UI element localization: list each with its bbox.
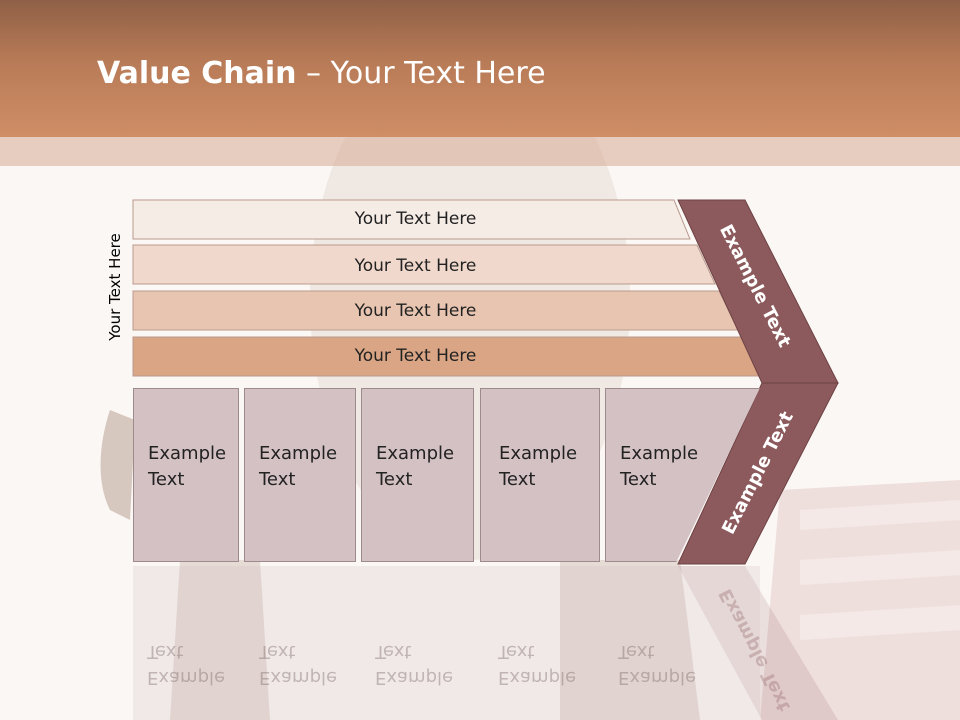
column-1-reflection-line2: Text — [147, 641, 184, 662]
header-strip — [0, 137, 960, 166]
column-2-reflection: Example Text — [259, 600, 359, 690]
bar-2 — [132, 244, 716, 285]
column-5-reflection: Example Text — [618, 600, 718, 690]
column-3-reflection-line2: Text — [375, 641, 412, 662]
column-5-reflection-line1: Example — [618, 667, 697, 688]
bar-3-label: Your Text Here — [354, 301, 477, 321]
column-3-reflection-text: Example Text — [375, 638, 465, 690]
bar-4-label: Your Text Here — [354, 346, 477, 366]
column-3-line1: Example — [376, 443, 455, 464]
bar-1 — [132, 199, 691, 240]
column-2-line1: Example — [259, 443, 338, 464]
column-4-reflection: Example Text — [498, 600, 598, 690]
header-band — [0, 0, 960, 137]
chevron-lower — [677, 382, 839, 565]
column-1-reflection: Example Text — [147, 600, 247, 690]
column-1-line1: Example — [148, 443, 227, 464]
column-1-reflection-line1: Example — [147, 667, 226, 688]
column-3-line2: Text — [376, 469, 413, 490]
column-4-line2: Text — [499, 469, 536, 490]
column-4-line1: Example — [499, 443, 578, 464]
column-1-reflection-text: Example Text — [147, 638, 237, 690]
title-bold: Value Chain — [97, 56, 297, 91]
bar-1-label: Your Text Here — [354, 209, 477, 229]
slide-title: Value Chain – Your Text Here — [97, 56, 546, 91]
column-2-reflection-line2: Text — [259, 641, 296, 662]
column-2-reflection-line1: Example — [259, 667, 338, 688]
column-3-reflection-line1: Example — [375, 667, 454, 688]
column-4-reflection-line1: Example — [498, 667, 577, 688]
column-5-reflection-text: Example Text — [618, 638, 708, 690]
column-5-line2: Text — [620, 469, 657, 490]
column-3-reflection: Example Text — [375, 600, 475, 690]
column-5-reflection-line2: Text — [618, 641, 655, 662]
column-2-line2: Text — [259, 469, 296, 490]
chevron-reflection — [678, 566, 838, 720]
column-4-reflection-line2: Text — [498, 641, 535, 662]
column-2-reflection-text: Example Text — [259, 638, 349, 690]
column-5-line1: Example — [620, 443, 699, 464]
bar-2-label: Your Text Here — [354, 256, 477, 276]
column-1-line2: Text — [148, 469, 185, 490]
columns-reflection — [133, 566, 760, 720]
column-4-reflection-text: Example Text — [498, 638, 588, 690]
title-rest: – Your Text Here — [296, 56, 546, 91]
